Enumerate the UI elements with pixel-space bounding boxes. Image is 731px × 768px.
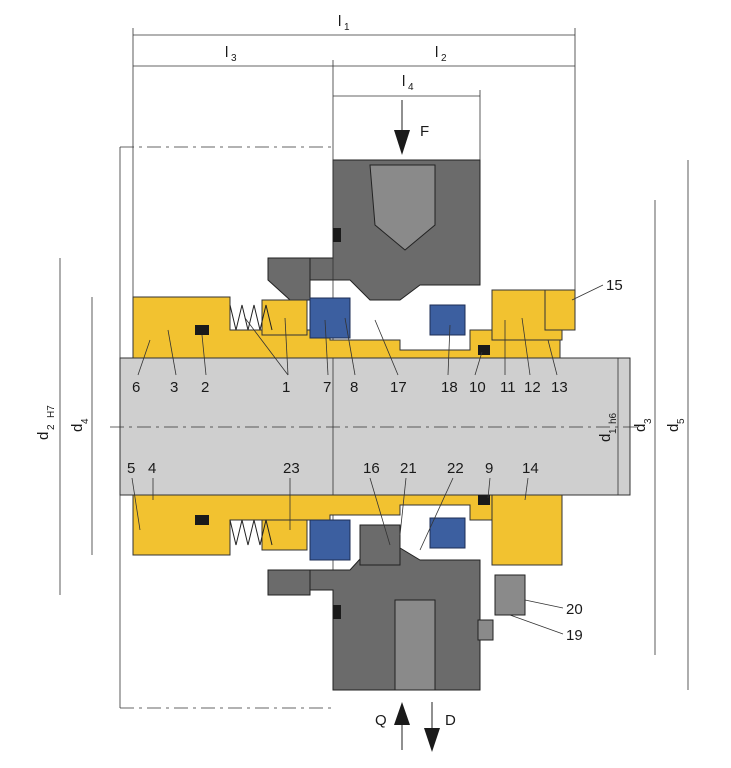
callout-14: 14 (522, 460, 539, 477)
label-f: F (420, 123, 429, 140)
label-q: Q (375, 712, 387, 729)
dim-l3-main: l (225, 44, 228, 61)
arrow-f-head (394, 130, 410, 155)
dim-d4-sub: 4 (80, 418, 91, 424)
bolt-20 (494, 574, 526, 616)
callout-9: 9 (485, 460, 493, 477)
arrow-q-head (394, 702, 410, 725)
sleeve-top (132, 296, 561, 359)
callout-1: 1 (282, 379, 290, 396)
callout-18: 18 (441, 379, 458, 396)
dim-d1-tol: h6 (608, 412, 619, 424)
dim-l4-sub: 4 (408, 82, 414, 93)
o-ring-9 (478, 495, 490, 505)
o-ring-2 (195, 325, 209, 335)
rotating-face-bottom (309, 519, 351, 561)
callout-11: 11 (500, 379, 516, 396)
callout-4: 4 (148, 460, 156, 477)
dim-d2-main: d (35, 432, 52, 440)
dim-l4-main: l (402, 73, 405, 90)
spring-bottom (229, 519, 273, 546)
callout-6: 6 (132, 379, 140, 396)
callout-16: 16 (363, 460, 380, 477)
callout-19: 19 (566, 627, 583, 644)
collar-bottom (491, 494, 563, 566)
port-bore-top (369, 164, 436, 251)
collar-screw-top (544, 289, 576, 331)
o-ring-10 (478, 345, 490, 355)
callout-5: 5 (127, 460, 135, 477)
dim-d3-sub: 3 (643, 418, 654, 424)
callout-13: 13 (551, 379, 568, 396)
bolt-19 (477, 619, 494, 641)
dim-l1-main: l (338, 13, 341, 30)
callouts-top: 6 3 2 1 7 8 17 18 10 11 12 13 15 (132, 277, 623, 396)
dim-l2-main: l (435, 44, 438, 61)
shaft (119, 357, 631, 496)
callout-15: 15 (606, 277, 623, 294)
callout-22: 22 (447, 460, 464, 477)
dim-d3-main: d (632, 424, 649, 432)
callout-21: 21 (400, 460, 417, 477)
callout-7: 7 (323, 379, 331, 396)
callout-3: 3 (170, 379, 178, 396)
callouts-bottom: 5 4 23 16 21 22 9 14 20 19 (127, 460, 583, 644)
callout-12: 12 (524, 379, 541, 396)
leaders-bottom (131, 477, 564, 635)
arrow-d-head (424, 728, 440, 752)
spring-top (229, 304, 273, 331)
outboard-face-top (429, 304, 466, 336)
callout-17: 17 (390, 379, 407, 396)
dim-l1-sub: 1 (344, 22, 350, 33)
o-ring-4 (195, 515, 209, 525)
callout-10: 10 (469, 379, 486, 396)
o-ring-housing-bottom (333, 605, 341, 619)
leaders-top (137, 284, 604, 376)
spring-retainer-bottom (261, 519, 308, 551)
callout-2: 2 (201, 379, 209, 396)
dim-d5-sub: 5 (676, 418, 687, 424)
dim-d2-tol: H7 (46, 405, 57, 418)
dim-d1-main: d (597, 434, 614, 442)
dim-d4-main: d (69, 424, 86, 432)
label-d: D (445, 712, 456, 729)
rotating-face-top (309, 297, 351, 339)
dim-d2-sub: 2 (46, 424, 57, 430)
dim-l2-sub: 2 (441, 53, 447, 64)
dim-d5-main: d (665, 424, 682, 432)
gland-plate-bottom (267, 569, 311, 596)
gland-plate-top (267, 257, 311, 301)
dim-d1-sub: 1 (608, 428, 619, 434)
callout-20: 20 (566, 601, 583, 618)
callout-8: 8 (350, 379, 358, 396)
o-ring-housing-top (333, 228, 341, 242)
dim-l3-sub: 3 (231, 53, 237, 64)
stationary-seat-bottom (359, 524, 401, 566)
port-bore-bottom (394, 599, 436, 691)
callout-23: 23 (283, 460, 300, 477)
outboard-face-bottom (429, 517, 466, 549)
